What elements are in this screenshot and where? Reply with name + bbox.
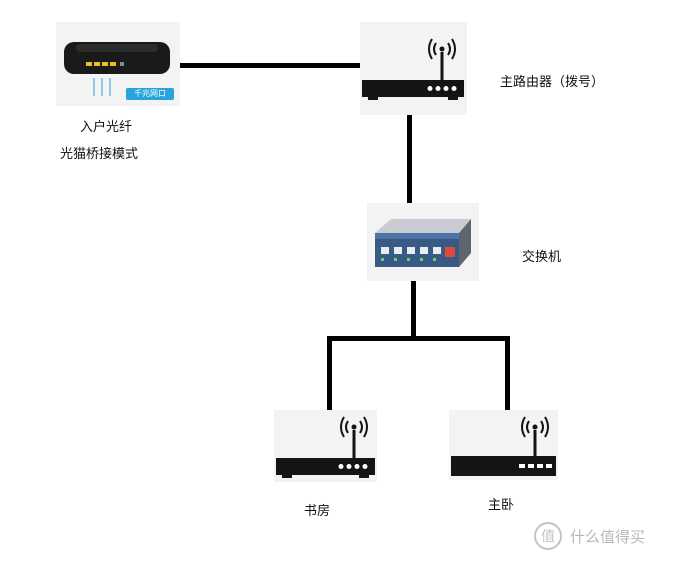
optical-modem-icon (64, 42, 174, 100)
watermark-text: 什么值得买 (570, 528, 646, 546)
switch-node (367, 203, 479, 281)
link-branch-horizontal (327, 336, 510, 341)
main-router-node (360, 22, 467, 115)
bedroom-router-node (449, 410, 558, 480)
network-switch-icon (375, 219, 471, 267)
link-modem-router (180, 63, 362, 68)
modem-label-line2: 光猫桥接模式 (60, 147, 139, 162)
svg-text:值: 值 (541, 529, 555, 545)
link-branch-bedroom (505, 336, 510, 410)
switch-label: 交换机 (522, 250, 562, 265)
watermark-logo-icon: 值 (534, 522, 562, 550)
modem-node: 千兆网口 (56, 22, 180, 106)
wifi-router-icon (276, 416, 375, 478)
study-router-label: 书房 (304, 504, 331, 519)
modem-label-line1: 入户光纤 (80, 120, 133, 135)
wifi-router-icon (451, 416, 556, 476)
main-router-label: 主路由器（拨号） (500, 75, 605, 90)
link-router-switch (407, 115, 412, 203)
bedroom-router-label: 主卧 (488, 498, 515, 513)
modem-device-tag: 千兆网口 (134, 89, 166, 98)
wifi-router-icon (362, 38, 464, 100)
study-router-node (274, 410, 377, 482)
link-switch-trunk (411, 281, 416, 338)
link-branch-study (327, 336, 332, 410)
